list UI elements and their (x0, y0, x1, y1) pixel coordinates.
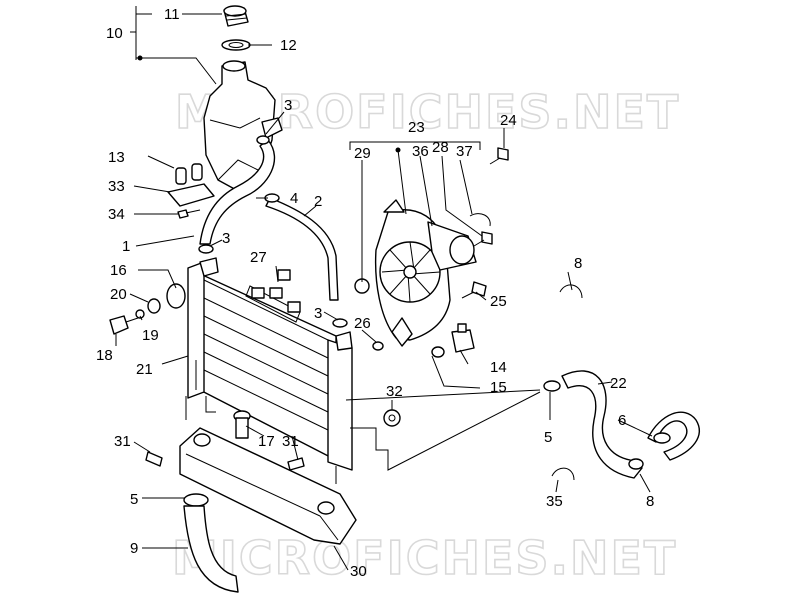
callout-5-upper: 5 (544, 429, 552, 446)
washer-26 (372, 341, 384, 351)
screw-34 (177, 209, 201, 219)
tank-cap-gasket (221, 39, 251, 51)
expansion-tank-cap (223, 5, 249, 27)
callout-2: 2 (314, 193, 322, 210)
callout-24: 24 (500, 112, 517, 129)
callout-32: 32 (386, 383, 403, 400)
callout-31-left: 31 (114, 433, 131, 450)
callout-30: 30 (350, 563, 367, 580)
washer-19 (135, 309, 145, 319)
fan-motor (427, 221, 477, 271)
lower-cover-30 (179, 427, 357, 545)
callout-12: 12 (280, 37, 297, 54)
leader-lines (115, 13, 653, 571)
bushing-16 (166, 283, 186, 309)
callout-21: 21 (136, 361, 153, 378)
clamp-3-upper (256, 135, 270, 145)
bracket-23 (349, 141, 481, 150)
bracket-10-dot (137, 55, 143, 61)
callout-3-lower: 3 (314, 305, 322, 322)
callout-23: 23 (408, 119, 425, 136)
thermo-switch-14 (451, 323, 475, 353)
expansion-tank (203, 60, 283, 193)
callout-14: 14 (490, 359, 507, 376)
callout-29: 29 (354, 145, 371, 162)
clamp-3-middle (198, 244, 214, 254)
clamp-5-lower (183, 493, 209, 507)
callout-labels: 11 10 12 3 23 24 29 36 28 37 13 33 34 4 … (96, 6, 654, 580)
callout-37: 37 (456, 143, 473, 160)
spring-clip-37 (469, 213, 491, 227)
screw-31-right (287, 457, 305, 471)
hose-1 (199, 139, 275, 245)
callout-19: 19 (142, 327, 159, 344)
rubber-clips-27 (251, 269, 301, 313)
hose-9 (183, 505, 239, 593)
screw-28 (473, 231, 493, 247)
callout-3-middle: 3 (222, 230, 230, 247)
callout-27: 27 (250, 249, 267, 266)
drain-plug-17 (233, 410, 251, 439)
callout-5-lower: 5 (130, 491, 138, 508)
callout-31-right: 31 (282, 433, 299, 450)
rubber-bushings-13 (175, 163, 203, 185)
screw-24 (489, 147, 509, 165)
callout-33: 33 (108, 178, 125, 195)
spacer-20 (147, 298, 161, 314)
callout-3-upper: 3 (284, 97, 292, 114)
callout-20: 20 (110, 286, 127, 303)
callout-18: 18 (96, 347, 113, 364)
clamp-6 (653, 432, 671, 444)
callout-22: 22 (610, 375, 627, 392)
screw-25 (461, 281, 487, 299)
clamp-35 (551, 467, 575, 481)
callout-28: 28 (432, 139, 449, 156)
callout-1: 1 (122, 238, 130, 255)
bracket-10 (130, 6, 152, 60)
hose-2 (265, 197, 339, 301)
callout-6: 6 (618, 412, 626, 429)
callout-17: 17 (258, 433, 275, 450)
callout-9: 9 (130, 540, 138, 557)
callout-4: 4 (290, 190, 298, 207)
callout-8-lower: 8 (646, 493, 654, 510)
callout-15: 15 (490, 379, 507, 396)
callout-34: 34 (108, 206, 125, 223)
callout-10: 10 (106, 25, 123, 42)
clamp-8-lower (628, 458, 644, 470)
o-ring-15 (431, 346, 445, 358)
callout-13: 13 (108, 149, 125, 166)
callout-8-upper: 8 (574, 255, 582, 272)
screw-31-left (145, 451, 163, 467)
hose-22 (561, 370, 643, 479)
fitting-32 (383, 409, 401, 427)
watermark-bottom: MICROFICHES.NET (172, 531, 677, 585)
callout-25: 25 (490, 293, 507, 310)
fan-blades (379, 241, 441, 303)
mounting-bracket-33 (167, 183, 215, 207)
callout-26: 26 (354, 315, 371, 332)
callout-16: 16 (110, 262, 127, 279)
callout-35: 35 (546, 493, 563, 510)
callout-36: 36 (412, 143, 429, 160)
radiator (187, 257, 353, 471)
hose-22-end (647, 411, 700, 461)
bolt-18 (109, 315, 139, 335)
callout-11: 11 (164, 6, 180, 23)
clamp-5-upper (543, 380, 561, 392)
clamp-3-lower (332, 318, 348, 328)
clamp-8-upper (559, 284, 583, 299)
